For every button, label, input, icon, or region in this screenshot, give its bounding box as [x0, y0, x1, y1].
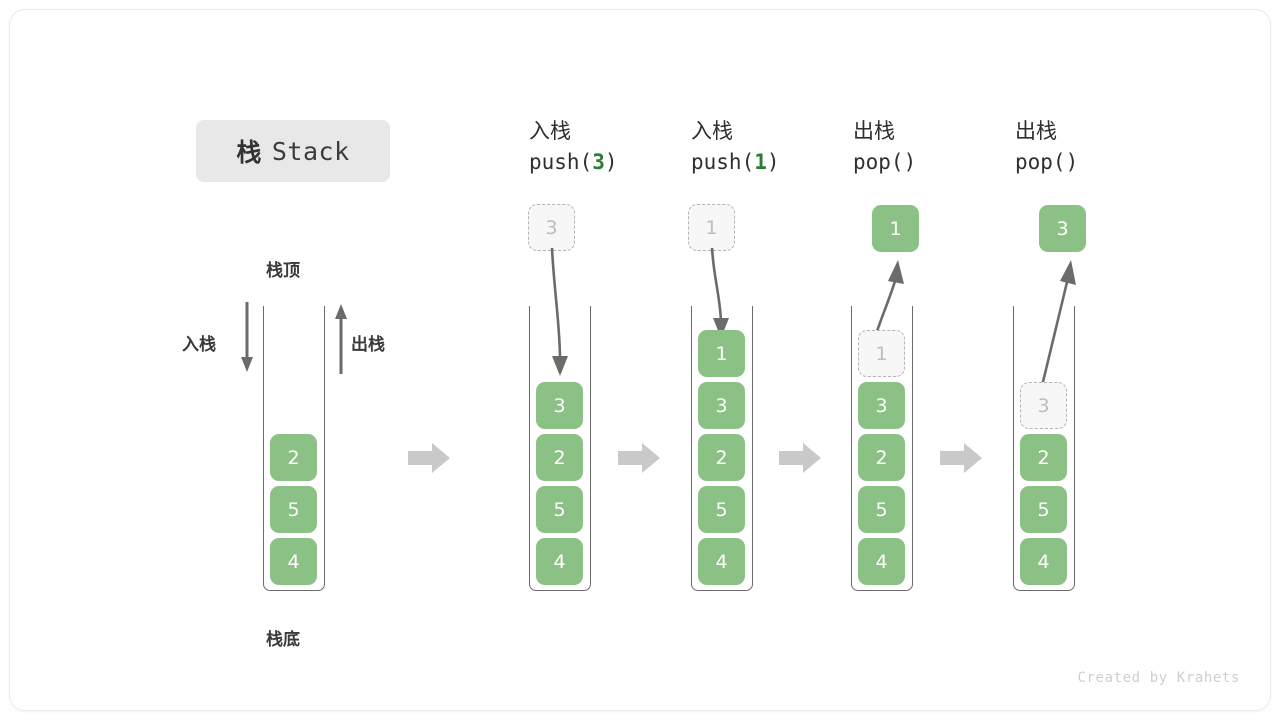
push-direction-arrow-icon — [241, 302, 253, 372]
outgoing-cell: 3 — [1039, 205, 1086, 252]
stack-cell: 4 — [270, 538, 317, 585]
stack-cell: 3 — [858, 382, 905, 429]
op-prefix: pop( — [1015, 150, 1066, 174]
panel-header-line1: 出栈 — [1015, 119, 1057, 143]
stack-cell: 5 — [270, 486, 317, 533]
panel-header-push-3: 入栈 push(3) — [529, 116, 699, 178]
stack-container-push-3 — [529, 306, 591, 591]
figure-card: 栈 Stack 栈顶 栈底 入栈 出栈 2 5 4 入栈 push(3) — [9, 9, 1271, 711]
panel-header-line2: pop() — [853, 146, 1023, 178]
label-push-direction: 入栈 — [182, 335, 216, 355]
label-stack-bottom: 栈底 — [266, 630, 300, 650]
stack-cell: 3 — [536, 382, 583, 429]
op-suffix: ) — [604, 150, 618, 174]
op-arg: 1 — [754, 150, 767, 174]
op-arg: 3 — [592, 150, 605, 174]
stack-cell: 5 — [1020, 486, 1067, 533]
op-suffix: ) — [1065, 150, 1079, 174]
stack-cell: 3 — [698, 382, 745, 429]
op-suffix: ) — [903, 150, 917, 174]
step-arrow-icon — [779, 443, 821, 473]
stack-cell: 5 — [536, 486, 583, 533]
op-prefix: push( — [529, 150, 593, 174]
stack-cell: 1 — [698, 330, 745, 377]
stack-cell: 2 — [698, 434, 745, 481]
popped-ghost-cell: 3 — [1020, 382, 1067, 429]
incoming-ghost-cell: 3 — [528, 204, 575, 251]
panel-header-pop-3: 出栈 pop() — [1015, 116, 1185, 178]
stack-cell: 2 — [536, 434, 583, 481]
op-suffix: ) — [766, 150, 780, 174]
stack-cell: 4 — [698, 538, 745, 585]
figure-title-en: Stack — [271, 136, 350, 166]
panel-header-push-1: 入栈 push(1) — [691, 116, 861, 178]
panel-header-line1: 入栈 — [691, 119, 733, 143]
stack-container-initial — [263, 306, 325, 591]
op-prefix: pop( — [853, 150, 904, 174]
stack-cell: 2 — [858, 434, 905, 481]
panel-header-pop-1: 出栈 pop() — [853, 116, 1023, 178]
stack-cell: 5 — [698, 486, 745, 533]
stack-cell: 4 — [1020, 538, 1067, 585]
label-pop-direction: 出栈 — [351, 335, 385, 355]
stack-cell: 2 — [270, 434, 317, 481]
step-arrow-icon — [618, 443, 660, 473]
stack-cell: 4 — [536, 538, 583, 585]
incoming-ghost-cell: 1 — [688, 204, 735, 251]
pop-direction-arrow-icon — [335, 304, 347, 374]
stack-cell: 2 — [1020, 434, 1067, 481]
panel-header-line2: push(3) — [529, 146, 699, 178]
panel-header-line2: push(1) — [691, 146, 861, 178]
watermark-credit: Created by Krahets — [1077, 670, 1240, 686]
figure-title-cn: 栈 — [236, 138, 262, 167]
panel-header-line2: pop() — [1015, 146, 1185, 178]
stack-cell: 4 — [858, 538, 905, 585]
label-stack-top: 栈顶 — [266, 261, 300, 281]
figure-title-pill: 栈 Stack — [196, 120, 390, 182]
stack-container-push-1 — [691, 306, 753, 591]
panel-header-line1: 入栈 — [529, 119, 571, 143]
op-prefix: push( — [691, 150, 755, 174]
stack-container-pop-3 — [1013, 306, 1075, 591]
step-arrow-icon — [408, 443, 450, 473]
stack-cell: 5 — [858, 486, 905, 533]
popped-ghost-cell: 1 — [858, 330, 905, 377]
panel-header-line1: 出栈 — [853, 119, 895, 143]
stack-container-pop-1 — [851, 306, 913, 591]
outgoing-cell: 1 — [872, 205, 919, 252]
step-arrow-icon — [940, 443, 982, 473]
